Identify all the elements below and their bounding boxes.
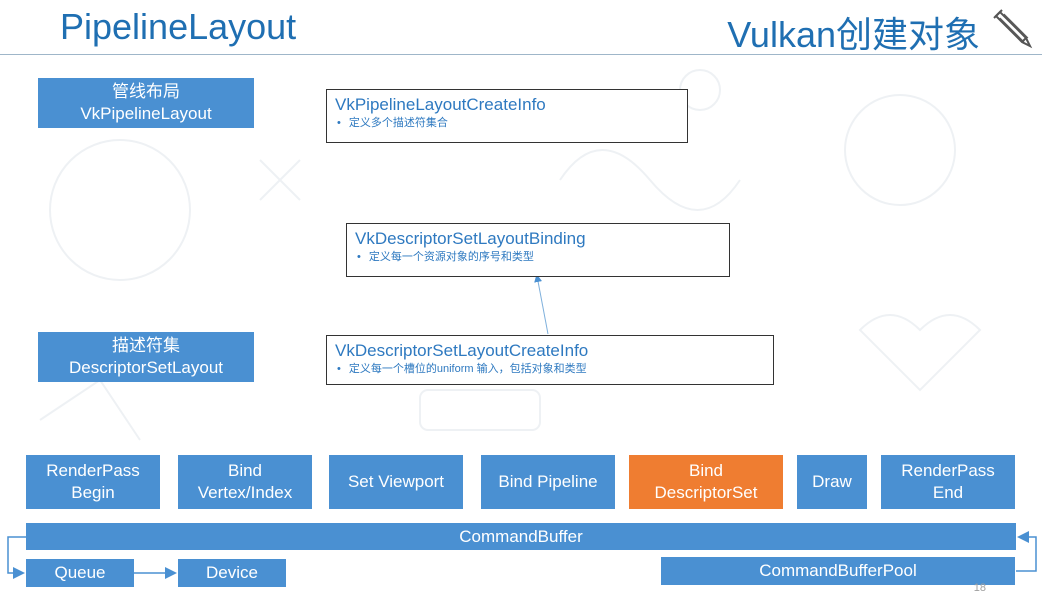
descriptor-set-layout-label: 描述符集 DescriptorSetLayout (38, 332, 254, 382)
page-title: PipelineLayout (60, 6, 297, 47)
queue-box: Queue (26, 559, 134, 587)
binding-title: VkDescriptorSetLayoutBinding (355, 229, 586, 248)
cmdbuffer-to-queue-arrow (7, 536, 26, 579)
cmd-bind-pipeline: Bind Pipeline (481, 455, 615, 509)
command-buffer-pool-label: CommandBufferPool (759, 561, 917, 580)
pool-to-cmdbuffer-arrow (1016, 531, 1037, 572)
pipeline-layout-create-info-title: VkPipelineLayoutCreateInfo (335, 95, 546, 114)
pipeline-layout-create-info: VkPipelineLayoutCreateInfo •定义多个描述符集合 (326, 89, 688, 143)
title-divider (0, 54, 1042, 55)
queue-label: Queue (54, 563, 106, 582)
pipeline-layout-en: VkPipelineLayout (80, 104, 212, 123)
pipeline-layout-zh: 管线布局 (112, 82, 180, 101)
command-buffer-pool-box: CommandBufferPool (661, 557, 1015, 585)
descriptor-set-layout-binding: VkDescriptorSetLayoutBinding •定义每一个资源对象的… (346, 223, 730, 277)
cmd-set-viewport: Set Viewport (329, 455, 463, 509)
device-box: Device (178, 559, 286, 587)
binding-arrow (534, 274, 549, 335)
pencil-icon (993, 9, 1033, 49)
binding-bullet: 定义每一个资源对象的序号和类型 (368, 251, 534, 263)
section-title: Vulkan创建对象 (727, 14, 980, 55)
descriptor-set-layout-zh: 描述符集 (112, 336, 180, 355)
device-label: Device (206, 563, 258, 582)
descriptor-set-layout-create-info-title: VkDescriptorSetLayoutCreateInfo (335, 341, 589, 360)
pipeline-layout-label: 管线布局 VkPipelineLayout (38, 78, 254, 128)
descriptor-set-layout-en: DescriptorSetLayout (68, 358, 224, 377)
command-buffer-bar: CommandBuffer (26, 523, 1016, 550)
descriptor-set-layout-create-info: VkDescriptorSetLayoutCreateInfo •定义每一个槽位… (326, 335, 774, 385)
pipeline-layout-create-info-bullet: 定义多个描述符集合 (348, 117, 448, 129)
cmd-draw: Draw (797, 455, 867, 509)
page-number: 18 (973, 582, 986, 594)
command-buffer-label: CommandBuffer (459, 526, 583, 546)
descriptor-set-layout-create-info-bullet: 定义每一个槽位的uniform 输入，包括对象和类型 (348, 363, 587, 375)
